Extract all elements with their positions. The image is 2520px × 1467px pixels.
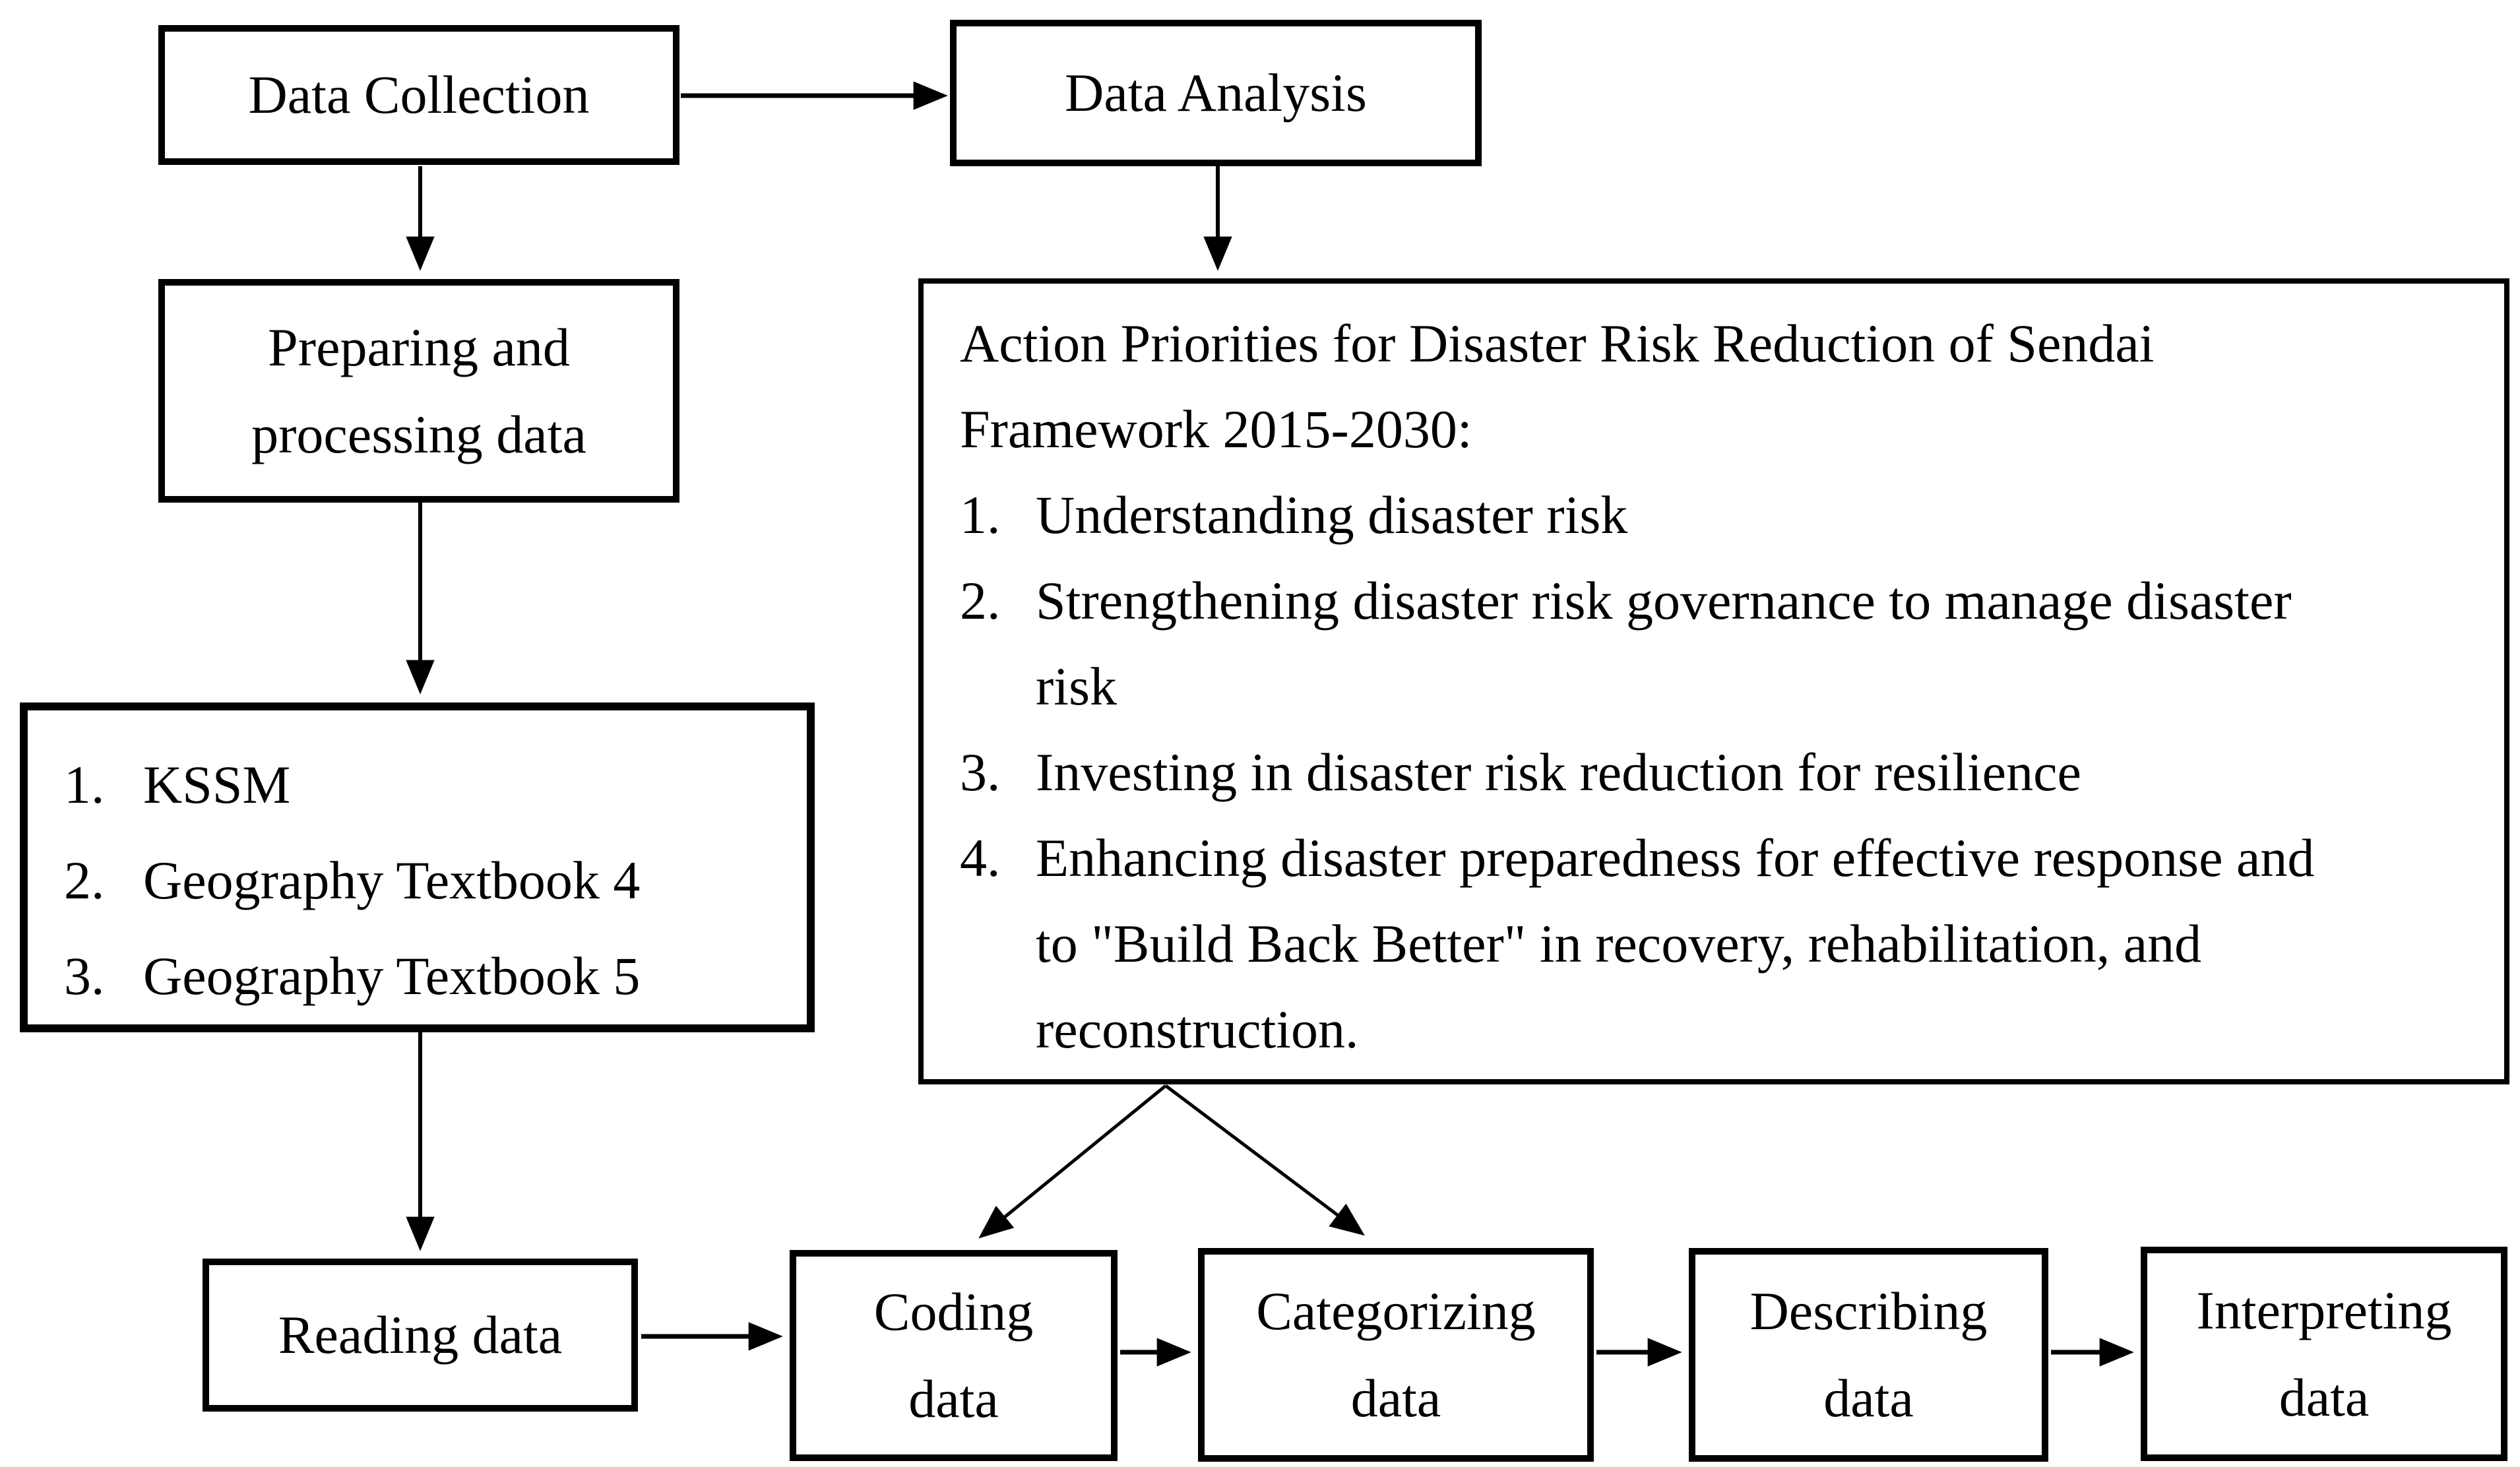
coding-line-2: data [908, 1369, 999, 1429]
sendai-priority-item: 2. Strengthening disaster risk governanc… [960, 558, 2484, 730]
categorizing-data-box: Categorizing data [1198, 1248, 1594, 1462]
priority-number: 2. [960, 571, 1001, 631]
priority-text-line: Investing in disaster risk reduction for… [1036, 742, 2081, 802]
interpreting-line-1: Interpreting [2196, 1280, 2452, 1340]
priority-text-line: reconstruction. [1036, 999, 1359, 1059]
arrow-sendai-to-categorizing [1164, 1084, 1365, 1236]
priority-text-line: Understanding disaster risk [1036, 485, 1628, 545]
priority-text-line: to "Build Back Better" in recovery, reha… [1036, 914, 2202, 974]
describing-line-2: data [1823, 1368, 1914, 1428]
source-item: 3. Geography Textbook 5 [64, 928, 787, 1024]
sendai-heading-line-1: Action Priorities for Disaster Risk Redu… [960, 313, 2155, 373]
source-item-number: 3. [64, 946, 105, 1006]
categorizing-line-1: Categorizing [1256, 1281, 1536, 1341]
priority-text-line: risk [1036, 656, 1117, 716]
sendai-priority-item: 1. Understanding disaster risk [960, 472, 2484, 558]
source-item-text: Geography Textbook 5 [143, 946, 641, 1006]
data-sources-box: 1. KSSM 2. Geography Textbook 4 3. Geogr… [20, 702, 815, 1032]
arrow-sendai-to-coding [978, 1084, 1167, 1239]
sendai-priorities-box: Action Priorities for Disaster Risk Redu… [918, 278, 2509, 1084]
coding-data-box: Coding data [790, 1250, 1118, 1461]
priority-number: 3. [960, 742, 1001, 802]
interpreting-line-2: data [2279, 1367, 2370, 1427]
preparing-line-2: processing data [251, 404, 586, 464]
priority-number: 1. [960, 485, 1001, 545]
describing-data-box: Describing data [1689, 1248, 2048, 1462]
source-item: 2. Geography Textbook 4 [64, 832, 787, 928]
preparing-line-1: Preparing and [268, 317, 570, 377]
priority-number: 4. [960, 828, 1001, 888]
source-item-number: 2. [64, 850, 105, 910]
preparing-processing-box: Preparing and processing data [158, 279, 679, 503]
reading-data-label: Reading data [278, 1305, 563, 1365]
priority-text-line: Enhancing disaster preparedness for effe… [1036, 828, 2315, 888]
describing-line-1: Describing [1749, 1281, 1988, 1341]
sendai-priority-item: 4. Enhancing disaster preparedness for e… [960, 815, 2484, 1073]
interpreting-data-box: Interpreting data [2141, 1247, 2507, 1461]
sendai-heading-line-2: Framework 2015-2030: [960, 399, 1472, 459]
data-collection-label: Data Collection [248, 65, 590, 125]
reading-data-box: Reading data [203, 1259, 638, 1412]
source-item-number: 1. [64, 755, 105, 815]
data-analysis-box: Data Analysis [950, 20, 1482, 166]
source-item-text: KSSM [143, 755, 291, 815]
coding-line-1: Coding [873, 1282, 1034, 1342]
source-item-text: Geography Textbook 4 [143, 850, 641, 910]
priority-text-line: Strengthening disaster risk governance t… [1036, 571, 2292, 631]
data-collection-box: Data Collection [158, 25, 679, 165]
source-item: 1. KSSM [64, 737, 787, 832]
data-analysis-label: Data Analysis [1065, 63, 1367, 123]
sendai-priority-item: 3. Investing in disaster risk reduction … [960, 730, 2484, 815]
categorizing-line-2: data [1350, 1368, 1441, 1428]
